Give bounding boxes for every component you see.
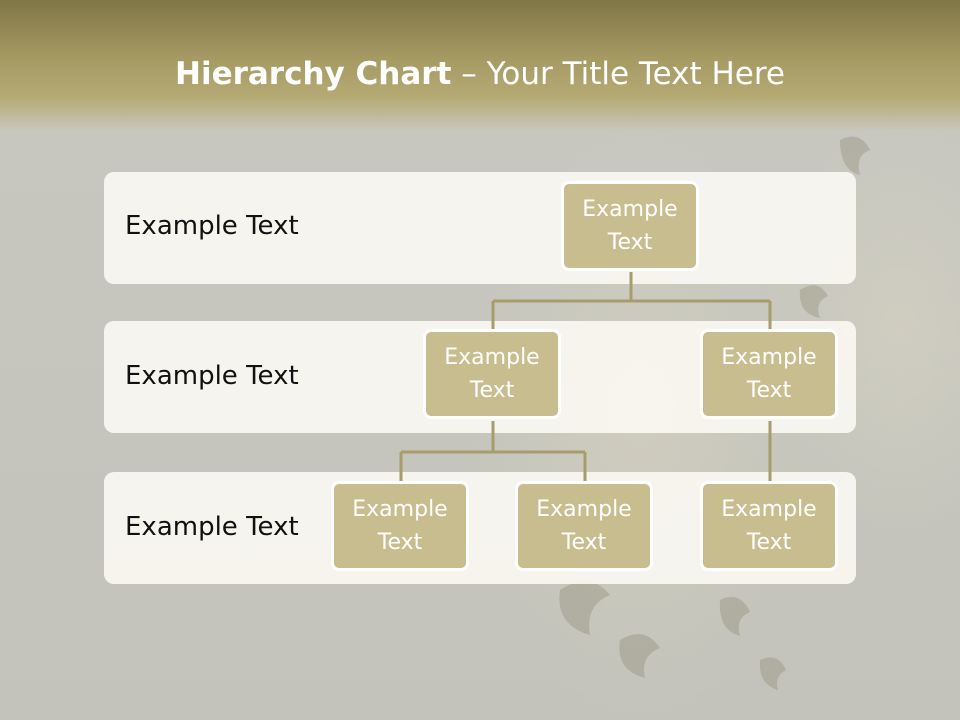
node-leaf-3-text: Example Text (721, 497, 817, 555)
title-bar (0, 0, 960, 130)
node-leaf-1: Example Text (331, 481, 469, 571)
node-leaf-1-text: Example Text (352, 497, 448, 555)
node-root-text: Example Text (582, 197, 678, 255)
level-label-2: Example Text (125, 361, 299, 391)
node-mid-left: Example Text (423, 329, 561, 419)
slide-title: Hierarchy Chart – Your Title Text Here (0, 56, 960, 92)
node-mid-right-text: Example Text (721, 345, 817, 403)
connector-midleft-to-leaves (399, 421, 587, 483)
node-leaf-2-text: Example Text (536, 497, 632, 555)
title-dash: – (451, 56, 487, 92)
level-label-3: Example Text (125, 512, 299, 542)
node-leaf-3: Example Text (700, 481, 838, 571)
connector-root-to-mid (491, 272, 772, 330)
level-label-1: Example Text (125, 211, 299, 241)
title-bold: Hierarchy Chart (175, 56, 452, 92)
node-mid-left-text: Example Text (444, 345, 540, 403)
node-mid-right: Example Text (700, 329, 838, 419)
node-root: Example Text (561, 181, 699, 271)
level-band-1 (104, 172, 856, 284)
node-leaf-2: Example Text (515, 481, 653, 571)
title-rest: Your Title Text Here (486, 56, 785, 92)
